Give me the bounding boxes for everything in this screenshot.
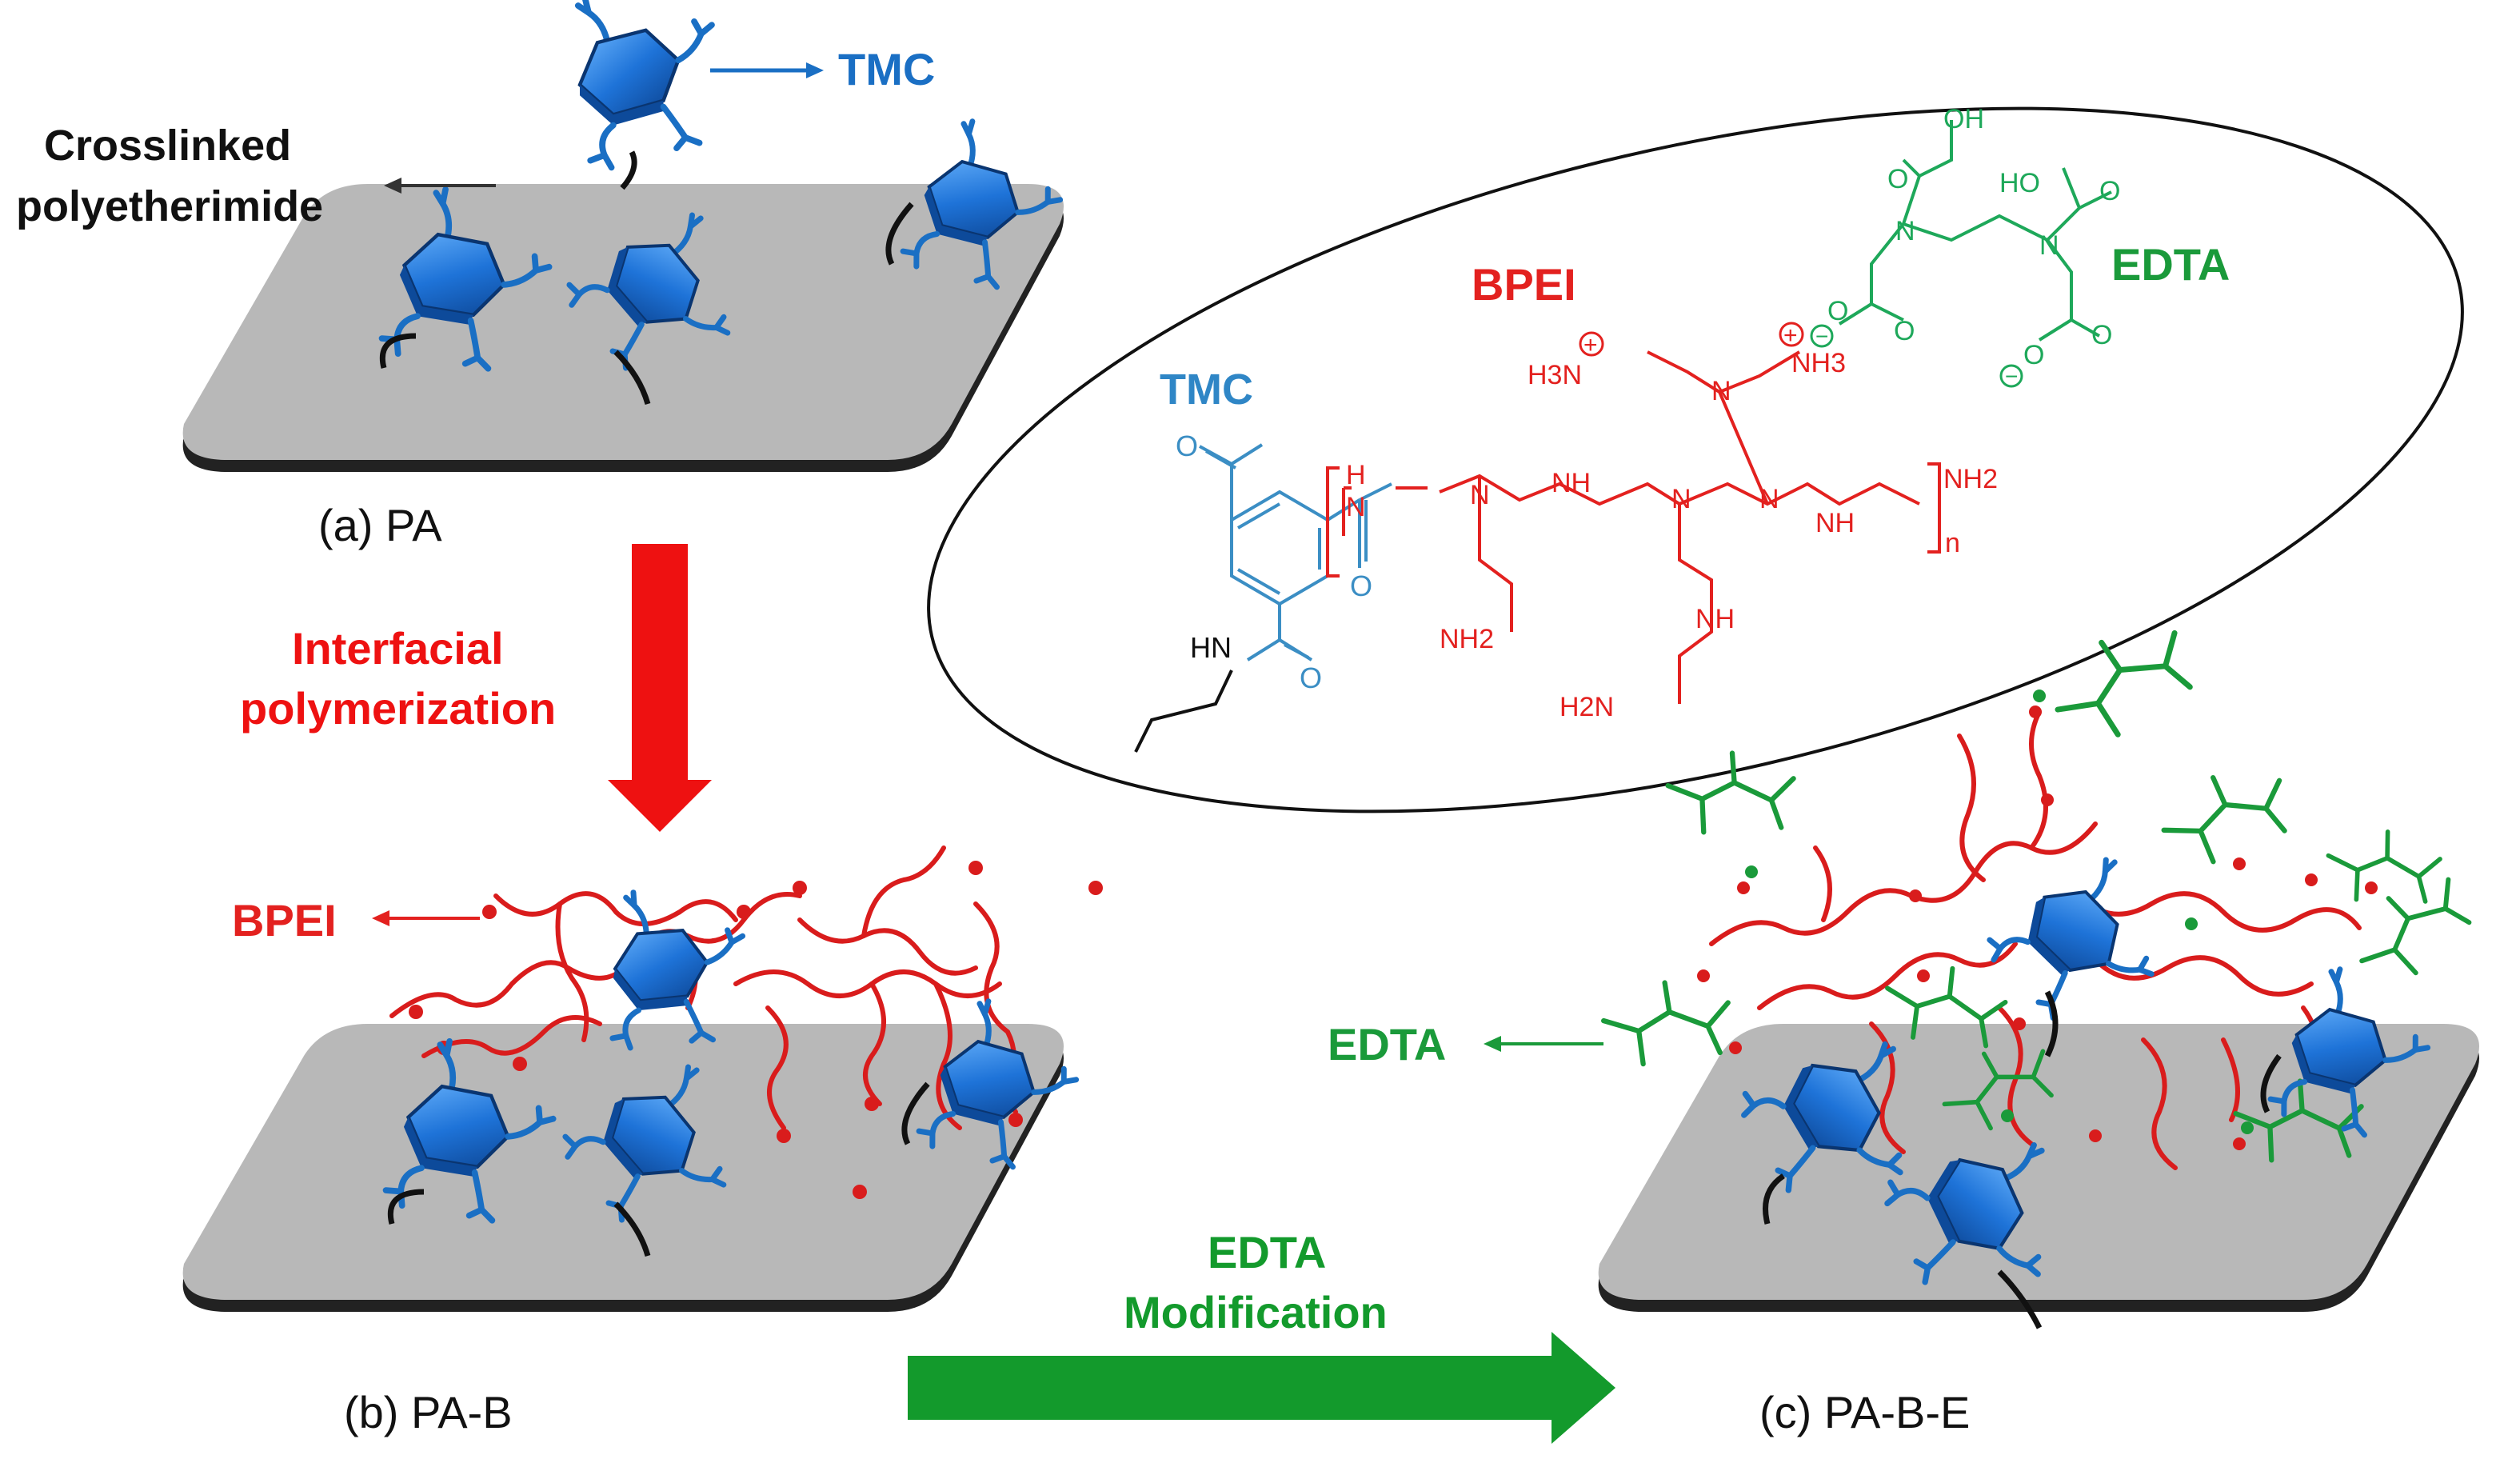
- interfacial-label-line2: polymerization: [240, 683, 556, 733]
- tmc-hn: HN: [1190, 631, 1232, 664]
- caption-b: (b) PA-B: [344, 1387, 513, 1437]
- edta-o-1: O: [1887, 164, 1908, 194]
- edta-o-6: O: [2091, 320, 2112, 350]
- bpei-nh-2: NH: [1815, 508, 1855, 538]
- edta-minus-1: −: [1815, 324, 1828, 349]
- bpei-n-4: N: [1759, 484, 1779, 514]
- edta-modification-arrow-shaft: [908, 1356, 1556, 1420]
- edta-modification-label-line2: Modification: [1124, 1287, 1388, 1337]
- bpei-network-b: [389, 845, 1018, 1130]
- bpei-h2n: H2N: [1560, 692, 1614, 722]
- edta-n-2: N: [2039, 230, 2059, 261]
- bpei-nh-1: NH: [1552, 468, 1591, 498]
- edta-modification-arrow-head: [1552, 1332, 1615, 1444]
- bpei-n-1: N: [1346, 492, 1366, 522]
- bpei-network-c: [1709, 710, 2362, 1170]
- bpei-n-3: N: [1671, 484, 1691, 514]
- chemical-structure-panel: TMC BPEI EDTA O O O HN: [927, 104, 2464, 813]
- structure-tmc-label: TMC: [1160, 366, 1253, 414]
- tmc-label: TMC: [838, 44, 935, 94]
- edta-oh: OH: [1943, 104, 1984, 134]
- bpei-nh3: NH3: [1791, 348, 1846, 378]
- panel-b-membrane: [182, 1024, 1064, 1312]
- bpei-h3n: H3N: [1528, 360, 1582, 390]
- tmc-monomer-icon: [578, 0, 712, 167]
- tmc-o-2: O: [1350, 570, 1372, 602]
- edta-o-2: O: [2099, 176, 2120, 206]
- bpei-h-1: H: [1346, 460, 1366, 490]
- interfacial-arrow-head: [608, 780, 712, 832]
- bpei-label: BPEI: [232, 895, 337, 945]
- edta-modification-label-line1: EDTA: [1208, 1227, 1326, 1277]
- bpei-n-2: N: [1470, 480, 1490, 510]
- tmc-o-1: O: [1176, 430, 1198, 462]
- edta-o-4: O: [1894, 316, 1915, 346]
- bpei-structure: [1326, 350, 1941, 704]
- edta-ho: HO: [1999, 168, 2040, 198]
- edta-n-1: N: [1895, 216, 1915, 246]
- edta-structure: [1838, 120, 2112, 342]
- bpei-nh2-1: NH2: [1440, 624, 1494, 654]
- interfacial-label-line1: Interfacial: [292, 623, 504, 674]
- edta-o-5: O: [2023, 340, 2044, 370]
- crosslinked-label-line2: polyetherimide: [16, 182, 323, 230]
- bpei-nh2-terminal: NH2: [1943, 464, 1998, 494]
- edta-label: EDTA: [1328, 1019, 1446, 1069]
- tmc-monomer-icon: [1979, 857, 2172, 1039]
- bpei-plus-1: +: [1583, 332, 1598, 358]
- bpei-n-5: N: [1711, 376, 1731, 406]
- caption-c: (c) PA-B-E: [1759, 1387, 1970, 1437]
- caption-a: (a) PA: [318, 500, 442, 550]
- edta-o-3: O: [1827, 296, 1848, 326]
- bpei-plus-2: +: [1783, 322, 1798, 349]
- structure-bpei-label: BPEI: [1472, 259, 1576, 310]
- tmc-o-3: O: [1300, 662, 1322, 694]
- crosslinked-label-line1: Crosslinked: [44, 122, 291, 170]
- edta-minus-2: −: [2005, 364, 2018, 389]
- bpei-nh-3: NH: [1695, 604, 1735, 634]
- bpei-repeat-n: n: [1945, 528, 1960, 558]
- interfacial-arrow-shaft: [632, 544, 688, 784]
- structure-edta-label: EDTA: [2111, 239, 2230, 290]
